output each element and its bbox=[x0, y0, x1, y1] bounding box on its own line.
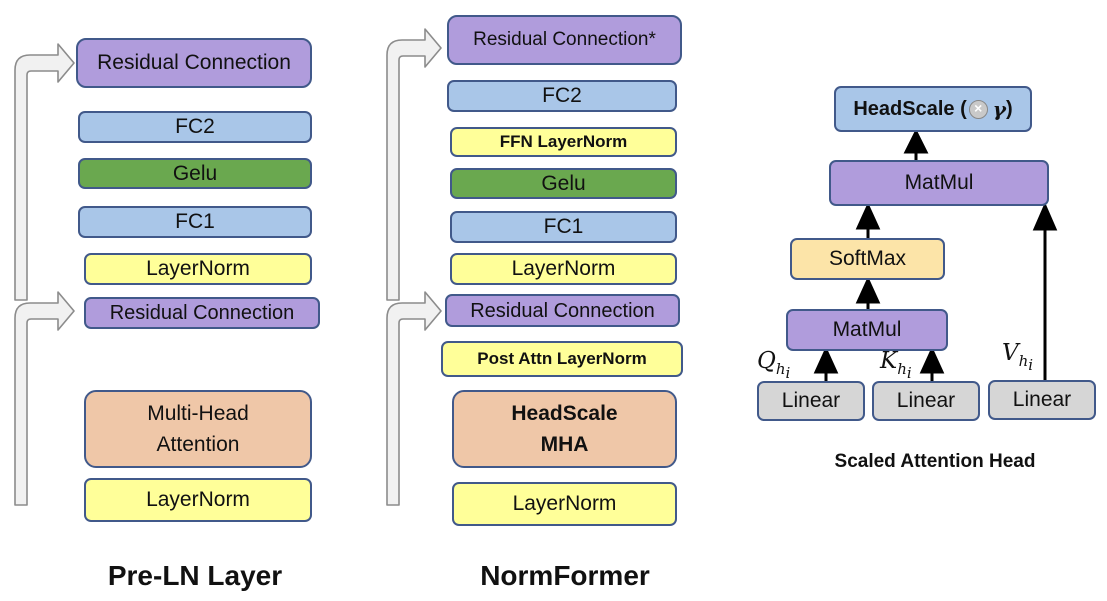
k-subscript: h bbox=[897, 359, 907, 378]
preln-residual-connection-top: Residual Connection bbox=[76, 38, 312, 88]
q-head-label: Qhi bbox=[757, 348, 790, 382]
normformer-fc2: FC2 bbox=[447, 80, 677, 112]
preln-layernorm-ffn-label: LayerNorm bbox=[146, 257, 250, 281]
preln-residual-connection-bottom: Residual Connection bbox=[84, 297, 320, 329]
residual-arrow-normformer-top bbox=[386, 28, 442, 301]
matmul-top-label: MatMul bbox=[904, 171, 974, 195]
normformer-ffn-layernorm: FFN LayerNorm bbox=[450, 127, 677, 157]
matmul-bottom: MatMul bbox=[786, 309, 948, 351]
arrow-head-headscale bbox=[903, 128, 929, 154]
preln-fc2: FC2 bbox=[78, 111, 312, 143]
linear-v: Linear bbox=[988, 380, 1096, 420]
normformer-post-attn-layernorm: Post Attn LayerNorm bbox=[441, 341, 683, 377]
preln-attention-label-line1: Multi-Head bbox=[147, 401, 249, 425]
normformer-fc2-label: FC2 bbox=[542, 84, 582, 108]
v-symbol: V bbox=[1002, 340, 1019, 366]
linear-k: Linear bbox=[872, 381, 980, 421]
normformer-layernorm-ffn: LayerNorm bbox=[450, 253, 677, 285]
normformer-ffn-layernorm-label: FFN LayerNorm bbox=[499, 131, 628, 151]
v-head-label: Vhi bbox=[1002, 340, 1033, 374]
linear-v-label: Linear bbox=[1012, 388, 1072, 412]
normformer-layernorm-attn: LayerNorm bbox=[452, 482, 677, 526]
v-subsubscript: i bbox=[1028, 355, 1034, 374]
preln-fc1-label: FC1 bbox=[175, 210, 215, 234]
preln-multi-head-attention: Multi-Head Attention bbox=[84, 390, 312, 468]
arrow-head-matmul-q bbox=[813, 346, 839, 374]
k-symbol: K bbox=[880, 348, 898, 374]
linear-q-label: Linear bbox=[781, 389, 841, 413]
scaled-head-title: Scaled Attention Head bbox=[834, 451, 1036, 472]
softmax-box: SoftMax bbox=[790, 238, 945, 280]
headscale-gamma: γ bbox=[992, 97, 1006, 121]
k-head-label: Khi bbox=[880, 348, 912, 382]
multiply-symbol: × bbox=[974, 100, 983, 117]
residual-arrow-preln-top bbox=[14, 43, 75, 301]
normformer-gelu: Gelu bbox=[450, 168, 677, 199]
residual-arrow-preln-bottom bbox=[14, 291, 75, 506]
preln-attention-label-line2: Attention bbox=[156, 433, 240, 456]
preln-residual-top-label: Residual Connection bbox=[97, 51, 291, 75]
headscale-box: HeadScale ( × γ ) bbox=[834, 86, 1032, 132]
arrow-head-softmax bbox=[855, 276, 881, 304]
arrow-head-matmul-top-left bbox=[855, 202, 881, 230]
normformer-residual-connection-top: Residual Connection* bbox=[447, 15, 682, 65]
headscale-suffix: ) bbox=[1005, 98, 1013, 120]
normformer-title: NormFormer bbox=[480, 560, 650, 591]
q-subsubscript: i bbox=[785, 363, 791, 382]
preln-gelu-label: Gelu bbox=[172, 161, 218, 185]
preln-layernorm-attn: LayerNorm bbox=[84, 478, 312, 522]
normformer-headscale-label-line1: HeadScale bbox=[511, 401, 618, 425]
headscale-prefix: HeadScale ( bbox=[853, 98, 967, 120]
normformer-headscale-mha: HeadScale MHA bbox=[452, 390, 677, 468]
normformer-post-attn-layernorm-label: Post Attn LayerNorm bbox=[477, 348, 647, 368]
preln-layernorm-ffn: LayerNorm bbox=[84, 253, 312, 285]
normformer-fc1-label: FC1 bbox=[543, 215, 584, 239]
multiply-icon: × bbox=[968, 99, 988, 119]
normformer-residual-connection-bottom: Residual Connection bbox=[445, 294, 680, 327]
preln-residual-bottom-label: Residual Connection bbox=[109, 302, 295, 324]
arrow-head-matmul-top-right bbox=[1032, 202, 1058, 231]
matmul-bottom-label: MatMul bbox=[832, 318, 902, 342]
normformer-layernorm-ffn-label: LayerNorm bbox=[511, 257, 616, 281]
softmax-label: SoftMax bbox=[828, 247, 907, 271]
normformer-layernorm-attn-label: LayerNorm bbox=[512, 492, 617, 516]
matmul-top: MatMul bbox=[829, 160, 1049, 206]
arrow-head-matmul-k bbox=[919, 346, 945, 374]
linear-q: Linear bbox=[757, 381, 865, 421]
v-subscript: h bbox=[1018, 351, 1029, 370]
preln-title: Pre-LN Layer bbox=[107, 560, 283, 591]
normformer-headscale-label-line2: MHA bbox=[540, 433, 589, 456]
residual-arrow-normformer-bottom bbox=[386, 291, 442, 506]
linear-k-label: Linear bbox=[896, 389, 956, 413]
normformer-residual-bottom-label: Residual Connection bbox=[470, 299, 655, 322]
preln-fc2-label: FC2 bbox=[175, 115, 215, 139]
normformer-fc1: FC1 bbox=[450, 211, 677, 243]
preln-gelu: Gelu bbox=[78, 158, 312, 189]
normformer-residual-top-label: Residual Connection* bbox=[473, 28, 656, 50]
q-symbol: Q bbox=[757, 348, 776, 374]
k-subsubscript: i bbox=[906, 363, 912, 382]
normformer-gelu-label: Gelu bbox=[541, 171, 586, 195]
q-subscript: h bbox=[775, 359, 786, 378]
preln-fc1: FC1 bbox=[78, 206, 312, 238]
preln-layernorm-attn-label: LayerNorm bbox=[146, 488, 250, 512]
